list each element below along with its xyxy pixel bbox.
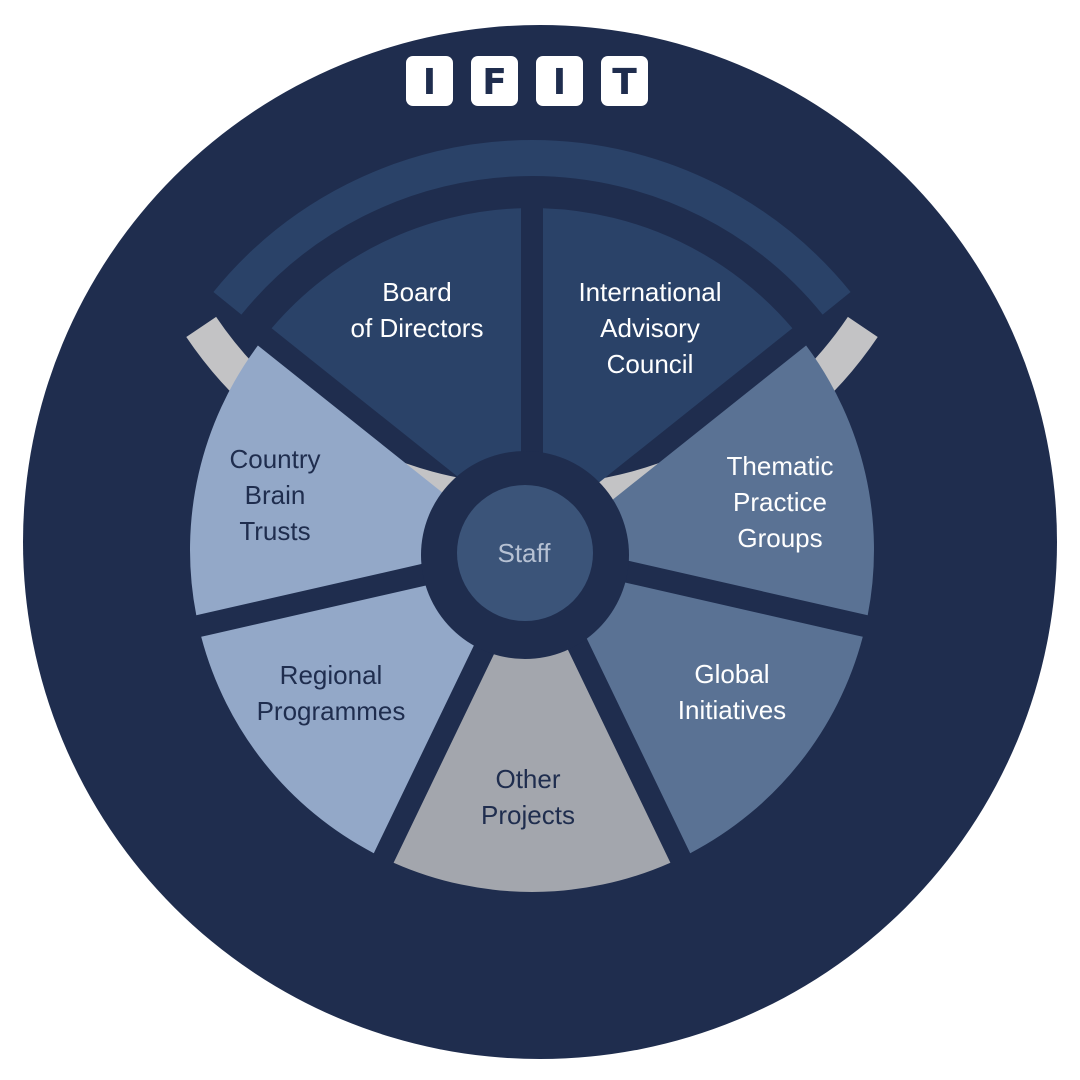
center-circle	[457, 485, 593, 621]
center-label: Staff	[497, 538, 551, 568]
segment-label-line: Country	[229, 444, 320, 474]
segment-label-line: Thematic	[727, 451, 834, 481]
segment-label-line: Initiatives	[678, 695, 786, 725]
segment-label-line: of Directors	[351, 313, 484, 343]
segment-label-line: Global	[694, 659, 769, 689]
logo-box	[536, 56, 583, 106]
segment-label-line: Other	[495, 764, 560, 794]
logo-letter: T	[612, 62, 637, 103]
segment-label-line: Advisory	[600, 313, 700, 343]
logo-letter: I	[423, 62, 436, 103]
segment-advisory	[543, 208, 793, 483]
segment-country	[190, 345, 452, 616]
segment-label-line: Board	[382, 277, 451, 307]
segment-label-line: Programmes	[257, 696, 406, 726]
segment-label-line: Trusts	[239, 516, 310, 546]
logo-box	[471, 56, 518, 106]
segment-global	[582, 581, 863, 854]
segment-label-line: Groups	[737, 523, 822, 553]
segment-label-line: International	[578, 277, 721, 307]
segment-label-line: Projects	[481, 800, 575, 830]
logo-box	[601, 56, 648, 106]
segment-label-line: Council	[607, 349, 694, 379]
segment-thematic	[612, 345, 874, 616]
segment-other	[393, 639, 671, 892]
segment-board	[271, 208, 521, 483]
top-arc	[213, 140, 851, 315]
segment-label-board: Board of Directors	[351, 277, 484, 343]
logo-box	[406, 56, 453, 106]
segment-label-line: Regional	[280, 660, 383, 690]
segment-label-line: Brain	[245, 480, 306, 510]
logo-letter: I	[553, 62, 566, 103]
segment-label-line: Practice	[733, 487, 827, 517]
segment-regional	[201, 581, 482, 854]
logo-letter: F	[482, 62, 507, 103]
segments-group	[190, 208, 874, 892]
